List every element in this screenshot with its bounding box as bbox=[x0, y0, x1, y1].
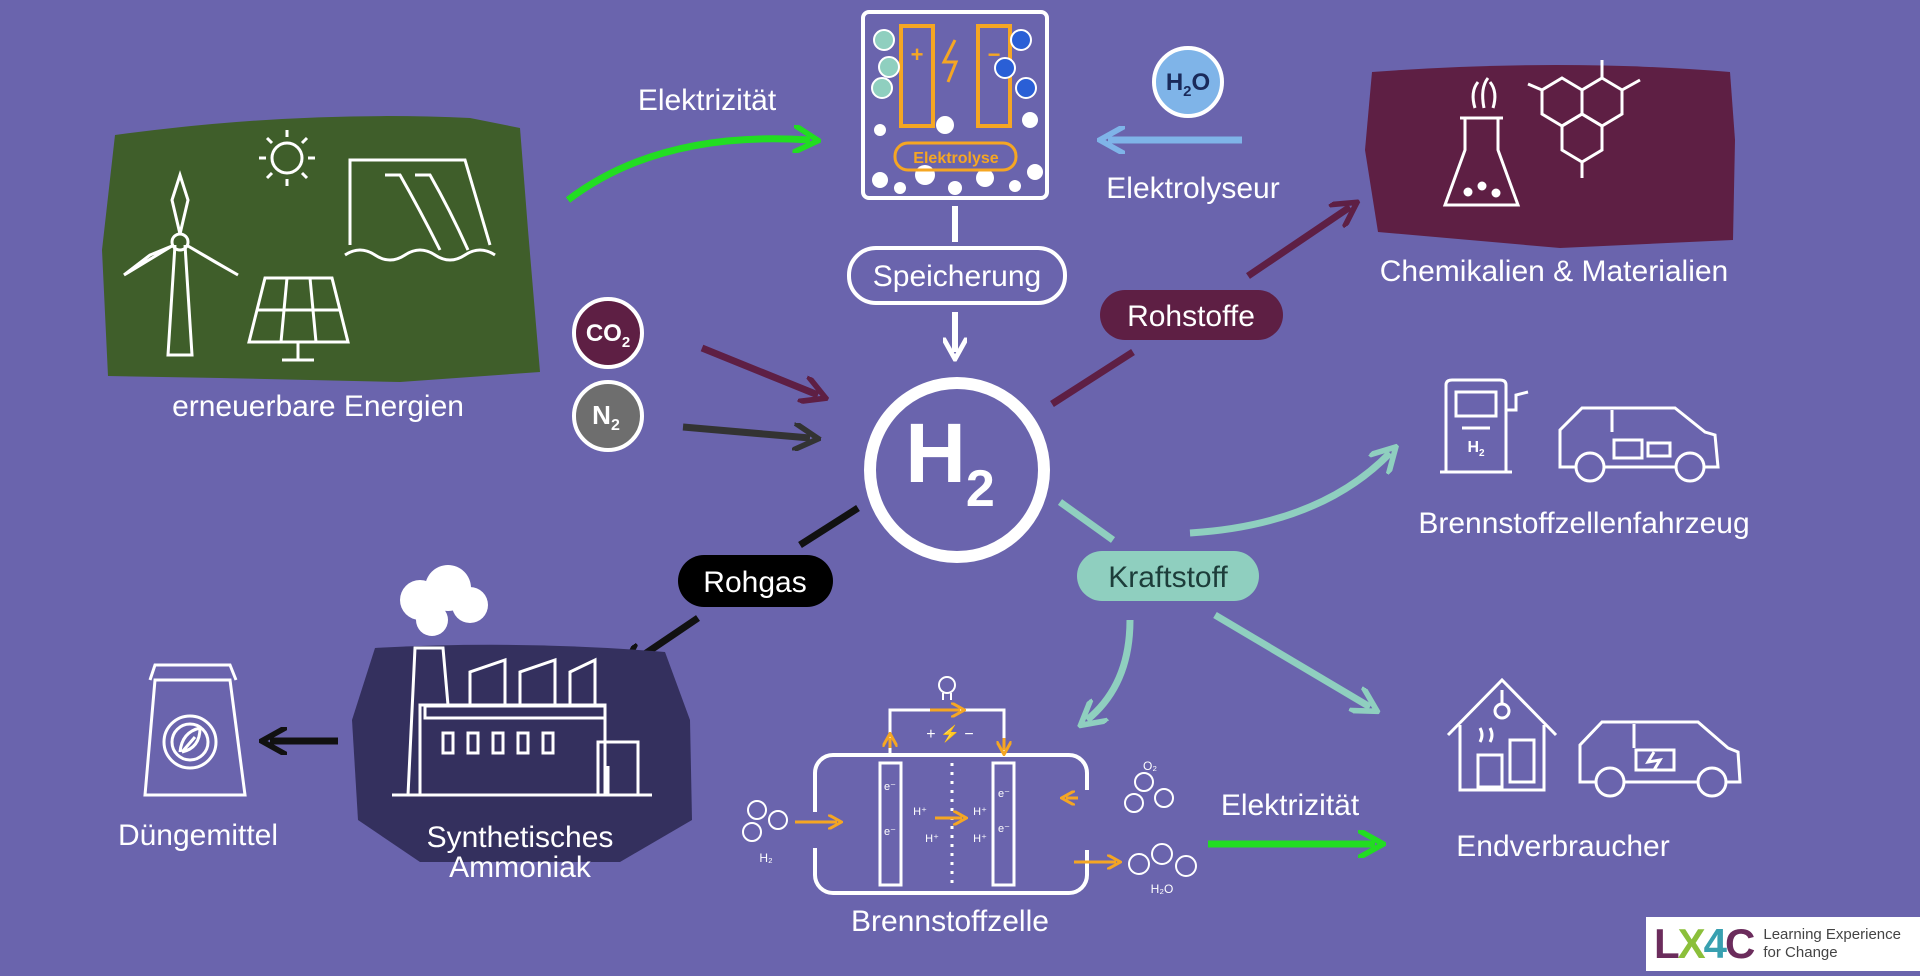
chemicals-label: Chemikalien & Materialien bbox=[1380, 255, 1729, 288]
logo-letter-x: X bbox=[1677, 920, 1706, 967]
hydro-dam-icon bbox=[344, 158, 496, 262]
storage-label: Speicherung bbox=[873, 260, 1041, 293]
h2-input-molecules bbox=[742, 800, 788, 842]
h2-to-raw-materials-line bbox=[1050, 349, 1135, 407]
fuel-to-end-users-arrow bbox=[1213, 611, 1370, 707]
hydrogen-bubbles-icon bbox=[994, 29, 1037, 99]
h2-pump-icon bbox=[1440, 378, 1529, 474]
end-users-group: Endverbraucher bbox=[1446, 677, 1742, 863]
renewables-group: erneuerbare Energien bbox=[102, 116, 540, 423]
cathode-electron-1: e⁻ bbox=[998, 788, 1010, 800]
h2o-output-molecules bbox=[1128, 843, 1197, 877]
electricity-arrow-top bbox=[565, 139, 810, 203]
h2-input-label: H₂ bbox=[759, 851, 773, 865]
logo-letter-l: L bbox=[1654, 920, 1680, 967]
lx4c-logo-mark: LX4C bbox=[1654, 920, 1755, 967]
anode-electron-2: e⁻ bbox=[884, 826, 896, 838]
cathode-electrode bbox=[991, 761, 1016, 887]
fuel-cell-gap-left bbox=[809, 812, 821, 848]
fuel-cell-car-icon bbox=[1558, 406, 1720, 483]
cathode-electron-2: e⁻ bbox=[998, 823, 1010, 835]
electrolysis-badge bbox=[893, 141, 1018, 172]
h2o-symbol: H2O bbox=[1166, 69, 1210, 100]
fuel-pill bbox=[1077, 551, 1259, 601]
solar-panel-icon bbox=[247, 276, 350, 362]
anode-plate bbox=[899, 24, 935, 128]
h2o-output-label: H₂O bbox=[1151, 882, 1174, 896]
n2-arrow bbox=[682, 427, 810, 438]
h2-circle bbox=[864, 377, 1050, 563]
proton-label-1: H⁺ bbox=[913, 806, 927, 818]
logo-tagline-line1: Learning Experience bbox=[1763, 926, 1901, 943]
ammonia-group: Synthetisches Ammoniak bbox=[352, 565, 692, 884]
co2-symbol: CO2 bbox=[586, 320, 630, 351]
electrolyser-label: Elektrolyseur bbox=[1106, 172, 1279, 205]
electrolyser-group: + − Elektrolyse H2O Elektrolyseur bbox=[861, 10, 1280, 205]
chemicals-group: Chemikalien & Materialien bbox=[1365, 60, 1735, 288]
renewables-label: erneuerbare Energien bbox=[172, 390, 464, 423]
anode-electrode bbox=[878, 761, 903, 887]
fuel-cell-group: + ⚡ − e⁻ e⁻ e⁻ e⁻ H⁺ H⁺ H⁺ H⁺ H₂ O₂ H₂O … bbox=[742, 676, 1197, 938]
fuel-cell-vehicle-group: H2 Brennstoffzellenfahrzeug bbox=[1418, 378, 1750, 540]
proton-label-4: H⁺ bbox=[973, 833, 987, 845]
maroon-brush-background bbox=[1365, 65, 1735, 248]
h2-symbol: H2 bbox=[905, 406, 995, 518]
molecule-hexagon-icon bbox=[1527, 60, 1641, 178]
n2-symbol: N2 bbox=[592, 400, 620, 434]
fuel-to-vehicle-arrow bbox=[1189, 453, 1390, 537]
end-users-label: Endverbraucher bbox=[1456, 830, 1669, 863]
o2-input-molecules bbox=[1124, 772, 1174, 813]
o2-input-label: O₂ bbox=[1143, 759, 1157, 773]
proton-label-3: H⁺ bbox=[973, 806, 987, 818]
co2-molecule-icon bbox=[572, 297, 644, 369]
raw-materials-arrow bbox=[1246, 207, 1350, 279]
ammonia-label-line1: Synthetisches bbox=[427, 821, 614, 854]
raw-gas-label: Rohgas bbox=[703, 566, 806, 599]
anode-electron-1: e⁻ bbox=[884, 781, 896, 793]
logo-letter-4: 4 bbox=[1703, 920, 1727, 967]
factory-icon bbox=[392, 646, 652, 797]
oxygen-bubbles-icon bbox=[871, 29, 900, 99]
electric-car-icon bbox=[1578, 720, 1742, 798]
hydrogen-core: H2 bbox=[864, 377, 1050, 563]
raw-materials-label: Rohstoffe bbox=[1127, 300, 1255, 333]
fuel-cell-polarity: + ⚡ − bbox=[926, 724, 974, 743]
fuel-label: Kraftstoff bbox=[1108, 561, 1228, 594]
pump-h2-symbol: H2 bbox=[1467, 439, 1485, 459]
green-brush-background bbox=[102, 116, 540, 382]
h2-to-raw-gas-line bbox=[798, 505, 860, 548]
fuel-cell-vehicle-label: Brennstoffzellenfahrzeug bbox=[1418, 507, 1749, 540]
fertilizer-label: Düngemittel bbox=[118, 819, 278, 852]
sun-icon bbox=[259, 130, 315, 186]
raw-gas-pill bbox=[678, 555, 833, 607]
electricity-top-label: Elektrizität bbox=[638, 84, 777, 117]
lx4c-logo: LX4C Learning Experience for Change bbox=[1646, 917, 1920, 971]
smoke-cloud-icon bbox=[400, 565, 488, 636]
h2-to-fuel-line bbox=[1057, 499, 1116, 543]
anode-plus-sign: + bbox=[911, 42, 924, 67]
ammonia-label-line2: Ammoniak bbox=[449, 851, 592, 884]
raw-materials-pill bbox=[1100, 290, 1283, 340]
wind-turbine-icon bbox=[123, 170, 239, 357]
co2-arrow bbox=[700, 344, 818, 395]
fuel-cell-gap-right bbox=[1081, 790, 1093, 850]
electrolysis-badge-label: Elektrolyse bbox=[913, 150, 998, 167]
logo-letter-c: C bbox=[1725, 920, 1755, 967]
lightning-icon bbox=[941, 39, 959, 83]
logo-tagline: Learning Experience for Change bbox=[1763, 926, 1903, 962]
flask-icon bbox=[1442, 77, 1521, 207]
fertilizer-bag-icon bbox=[143, 663, 247, 797]
fuel-to-fuel-cell-arrow bbox=[1087, 619, 1134, 720]
fuel-cell-label: Brennstoffzelle bbox=[851, 905, 1049, 938]
house-icon bbox=[1446, 677, 1558, 792]
electricity-bottom-label: Elektrizität bbox=[1221, 789, 1360, 822]
h2o-molecule-icon bbox=[1152, 46, 1224, 118]
n2-molecule-icon bbox=[572, 380, 644, 452]
lightbulb-icon bbox=[938, 676, 956, 700]
proton-label-2: H⁺ bbox=[925, 833, 939, 845]
storage-pill bbox=[847, 246, 1067, 305]
logo-tagline-line2: for Change bbox=[1763, 944, 1838, 961]
